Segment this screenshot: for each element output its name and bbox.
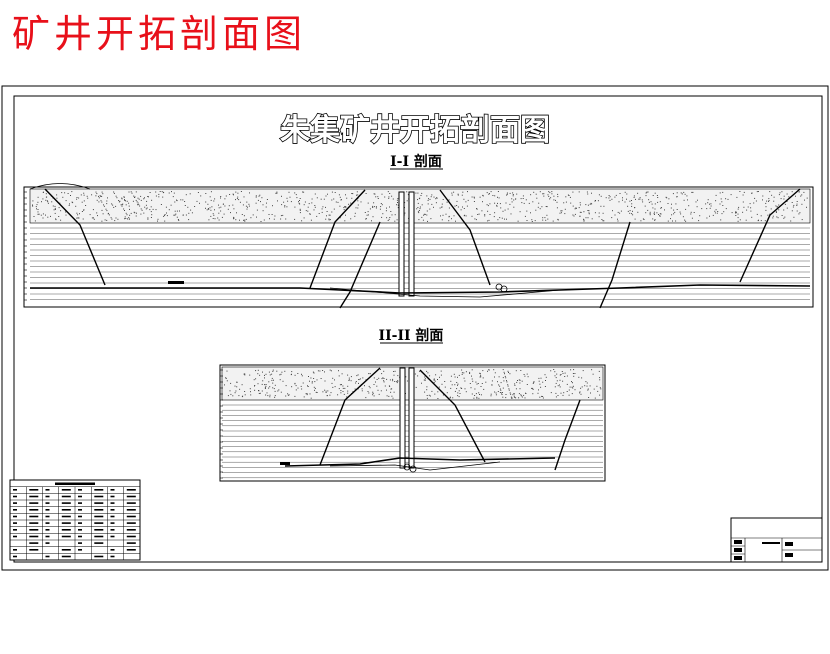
section-1-incline-c: [339, 221, 381, 309]
legend-table: [9, 479, 141, 561]
section-2-shaft-aux: [408, 367, 415, 469]
section-2-shaft-main: [399, 367, 406, 469]
section-1-shaft-main: [398, 191, 405, 297]
title-block: [730, 517, 823, 563]
drawing-title: 朱集矿井开拓剖面图: [280, 113, 550, 148]
section-1-shaft-aux: [408, 191, 415, 297]
section-1-label: I-I 剖面: [390, 153, 442, 170]
sheet-inner-frame: [13, 95, 823, 563]
sheet-outer-frame: [1, 85, 829, 571]
section-2-haulage-level: [284, 457, 556, 467]
section-2-profile: [219, 364, 606, 482]
section-1-dots: [32, 191, 808, 222]
page-heading: 矿井开拓剖面图: [12, 12, 307, 56]
section-1-alluvium-layer: [29, 188, 811, 224]
section-1-incline-b: [309, 189, 366, 289]
section-1-incline-e: [599, 221, 631, 309]
section-1-incline-f: [739, 188, 801, 283]
section-1-incline-d: [439, 189, 491, 286]
section-2-incline-b: [419, 369, 486, 463]
section-1-incline-a: [44, 188, 106, 286]
section-2-label: II-II 剖面: [379, 327, 444, 344]
section-2-incline-a: [319, 367, 381, 466]
section-1-strata-lines: [30, 227, 810, 300]
section-2-incline-c: [554, 399, 581, 471]
section-1-profile: [23, 183, 814, 309]
section-1-haulage-level: [30, 284, 811, 294]
